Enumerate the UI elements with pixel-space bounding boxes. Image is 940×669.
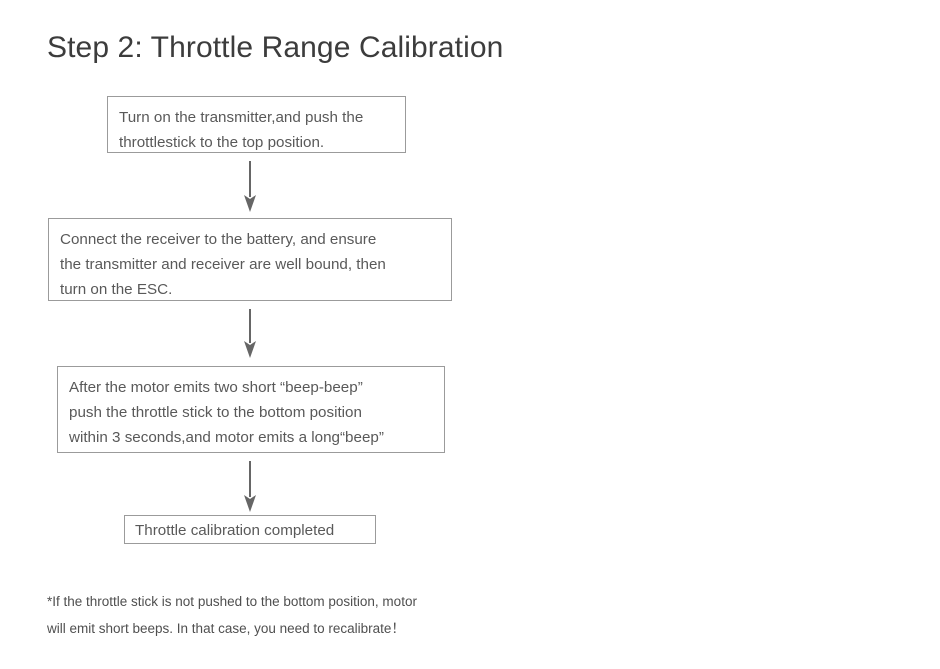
flow-step-box-2: Connect the receiver to the battery, and… xyxy=(48,218,452,301)
page-title: Step 2: Throttle Range Calibration xyxy=(47,31,504,64)
arrow-down-icon-1 xyxy=(243,161,257,212)
footnote: *If the throttle stick is not pushed to … xyxy=(47,588,507,642)
flow-step-box-1: Turn on the transmitter,and push the thr… xyxy=(107,96,406,153)
flow-step-box-4: Throttle calibration completed xyxy=(124,515,376,544)
flow-step-text-2: Connect the receiver to the battery, and… xyxy=(60,231,386,298)
flow-step-text-1: Turn on the transmitter,and push the thr… xyxy=(119,109,364,151)
arrow-down-icon-3 xyxy=(243,461,257,512)
footnote-text: *If the throttle stick is not pushed to … xyxy=(47,594,417,636)
flow-step-text-3: After the motor emits two short “beep-be… xyxy=(69,379,384,446)
arrow-down-icon-2 xyxy=(243,309,257,358)
flow-step-box-3: After the motor emits two short “beep-be… xyxy=(57,366,445,453)
flow-step-text-4: Throttle calibration completed xyxy=(135,522,335,539)
